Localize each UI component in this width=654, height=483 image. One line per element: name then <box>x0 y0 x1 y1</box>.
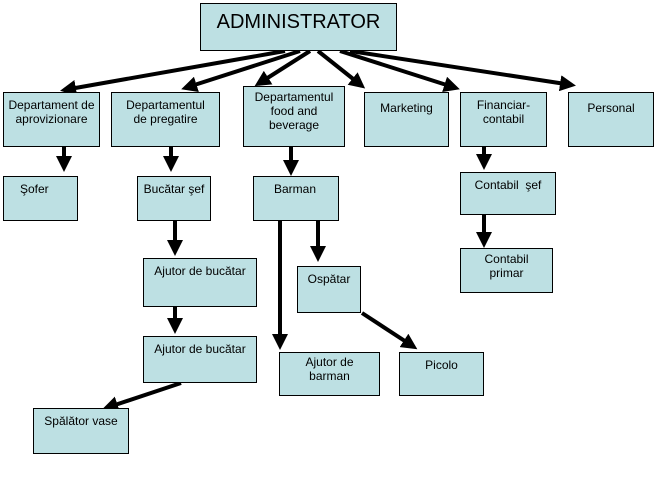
arrow-admin-aprov <box>60 49 286 96</box>
arrow-ospatar-picolo <box>360 311 418 350</box>
node-marketing: Marketing <box>364 92 449 147</box>
node-label: Spălător vase <box>44 414 118 428</box>
node-label: Ajutor de barman <box>305 355 354 383</box>
node-label: ADMINISTRATOR <box>216 11 381 33</box>
node-label: Personal <box>587 101 635 115</box>
node-ajutor-bucatar-2: Ajutor de bucătar <box>143 336 257 383</box>
node-administrator: ADMINISTRATOR <box>200 3 397 51</box>
node-label: Marketing <box>380 101 433 115</box>
node-picolo: Picolo <box>399 352 484 396</box>
node-bucatar-sef: Bucătar şef <box>137 176 211 221</box>
arrow-admin-fnb <box>254 49 312 87</box>
node-label: Contabil şef <box>474 178 542 192</box>
node-food-beverage: Departamentul food and beverage <box>243 86 345 147</box>
arrow-admin-marketing <box>316 49 366 89</box>
arrow-admin-personal <box>349 49 576 92</box>
node-personal: Personal <box>568 92 654 147</box>
node-label: Departamentul food and beverage <box>254 90 334 132</box>
node-label: Ospătar <box>307 272 351 286</box>
node-ospatar: Ospătar <box>297 266 361 313</box>
node-contabil-sef: Contabil şef <box>460 172 556 215</box>
arrow-ajutor2-spalator <box>102 381 182 412</box>
node-ajutor-bucatar-1: Ajutor de bucătar <box>143 258 257 307</box>
arrow-admin-financiar <box>339 49 460 92</box>
node-label: Departament de aprovizionare <box>8 98 95 126</box>
node-label: Barman <box>274 182 317 196</box>
node-contabil-primar: Contabil primar <box>460 248 553 293</box>
node-label: Financiar-contabil <box>476 98 531 126</box>
node-label: Bucătar şef <box>143 182 205 196</box>
node-label: Ajutor de bucătar <box>154 264 246 278</box>
node-aprovizionare: Departament de aprovizionare <box>3 92 100 147</box>
node-spalator-vase: Spălător vase <box>33 408 129 454</box>
node-label: Ajutor de bucătar <box>154 342 246 356</box>
node-financiar: Financiar-contabil <box>460 92 547 147</box>
node-pregatire: Departamentul de pregatire <box>111 92 220 147</box>
arrow-admin-pregatire <box>181 49 301 92</box>
node-ajutor-barman: Ajutor de barman <box>279 352 380 396</box>
node-label: Contabil primar <box>484 252 529 280</box>
node-sofer: Şofer <box>3 176 78 221</box>
node-barman: Barman <box>253 176 339 221</box>
node-label: Şofer <box>20 182 49 196</box>
node-label: Picolo <box>425 358 458 372</box>
node-label: Departamentul de pregatire <box>126 98 205 126</box>
